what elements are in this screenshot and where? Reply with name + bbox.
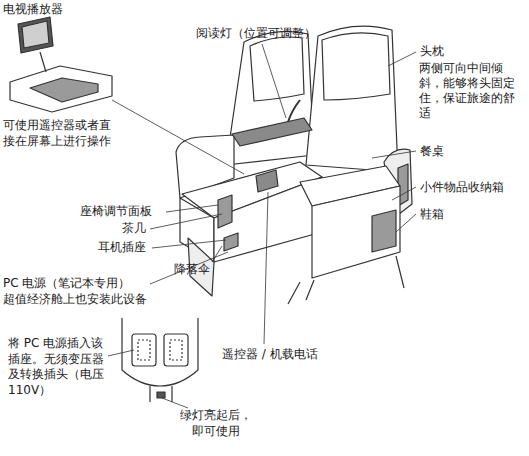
callout-label: 两侧可向中间倾斜，能够将头固定住，保证旅途的舒适 <box>419 61 525 121</box>
callout-label: 小件物品收纳箱 <box>420 180 504 196</box>
callout-label: 电视播放器 <box>3 2 63 18</box>
callout-label: 餐桌 <box>420 144 444 160</box>
callout-label: 超值经济舱上也安装此设备 <box>3 292 147 308</box>
callout-label: 遥控器 / 机载电话 <box>222 347 318 363</box>
callout-label: 可使用遥控器或者直接在屏幕上进行操作 <box>3 118 115 149</box>
callout-label: 阅读灯（位置可调整） <box>196 26 316 42</box>
callout-label: 耳机插座 <box>98 240 146 256</box>
callout-label: 座椅调节面板 <box>80 204 152 220</box>
pc-socket-inset <box>122 318 198 402</box>
callout-label: PC 电源（笔记本专用） <box>3 276 130 292</box>
callout-label: 茶几 <box>122 221 146 237</box>
callout-label: 头枕 <box>420 44 444 60</box>
callout-label: 降落伞 <box>174 262 210 278</box>
left-seat <box>176 31 322 296</box>
callout-label: 将 PC 电源插入该插座。无须变压器及转换插头（电压 110V） <box>8 336 106 398</box>
tv-inset <box>10 17 112 112</box>
centre-console <box>232 100 312 192</box>
leader-lines <box>108 44 416 408</box>
callout-label: 绿灯亮起后，即可使用 <box>176 408 256 439</box>
right-seat <box>288 26 412 304</box>
callout-label: 鞋箱 <box>420 207 444 223</box>
